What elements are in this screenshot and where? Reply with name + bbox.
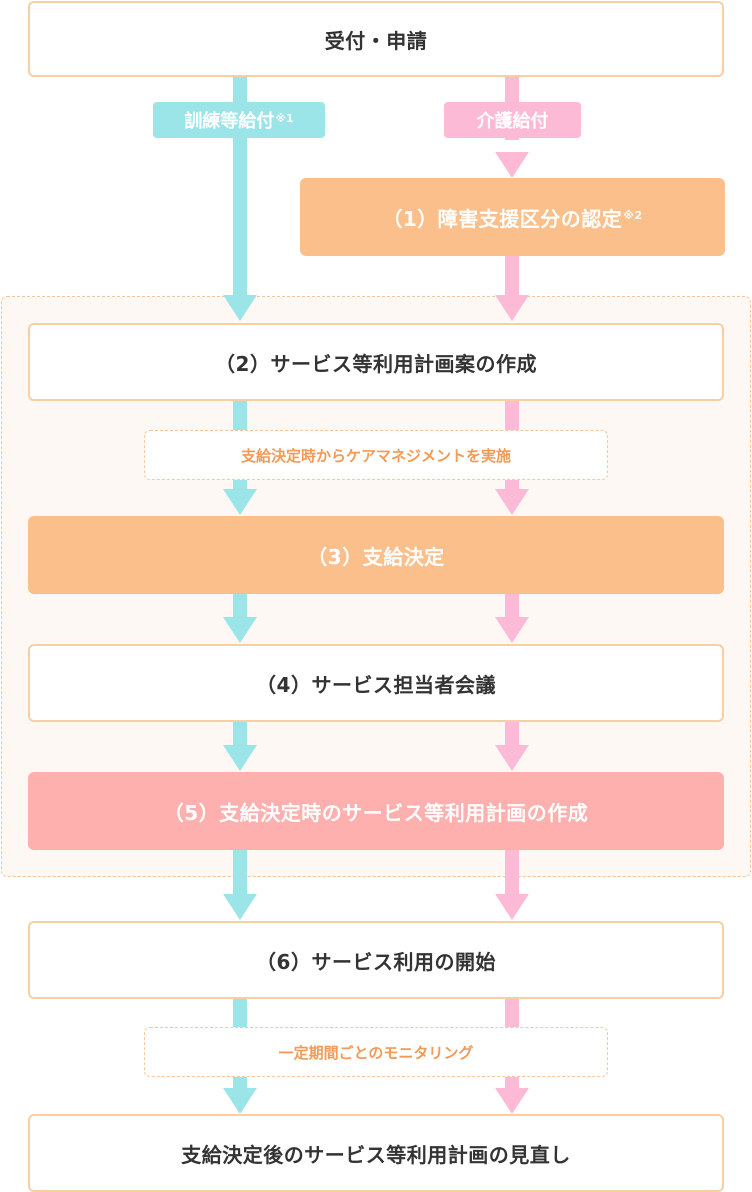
step5-box: （5）支給決定時のサービス等利用計画の作成 <box>28 772 724 850</box>
step1-label: （1）障害支援区分の認定 <box>382 206 623 231</box>
step2-label: （2）サービス等利用計画案の作成 <box>215 351 537 376</box>
start-box: 受付・申請 <box>28 1 724 77</box>
right-arrowhead <box>495 617 529 643</box>
left-track-line <box>233 720 247 746</box>
left-arrowhead <box>223 489 257 515</box>
right-arrowhead <box>495 1088 529 1114</box>
step1-footnote: ※2 <box>623 208 643 222</box>
right-track-line <box>505 592 519 618</box>
left-arrowhead <box>223 1088 257 1114</box>
step3-label: （3）支給決定 <box>307 544 445 569</box>
branch-left-footnote: ※1 <box>275 111 294 125</box>
right-arrowhead <box>495 894 529 920</box>
final-label: 支給決定後のサービス等利用計画の見直し <box>181 1142 571 1167</box>
care-management-note-label: 支給決定時からケアマネジメントを実施 <box>240 446 511 465</box>
right-track-line <box>505 256 519 296</box>
left-track-line <box>233 592 247 618</box>
step6-box: （6）サービス利用の開始 <box>28 921 724 999</box>
branch-left-tag: 訓練等給付※1 <box>153 102 325 138</box>
right-arrowhead <box>495 295 529 321</box>
step3-box: （3）支給決定 <box>28 516 724 594</box>
step4-box: （4）サービス担当者会議 <box>28 644 724 722</box>
care-management-note: 支給決定時からケアマネジメントを実施 <box>144 430 608 480</box>
step1-box: （1）障害支援区分の認定※2 <box>300 178 725 256</box>
final-box: 支給決定後のサービス等利用計画の見直し <box>28 1114 724 1192</box>
right-track-line <box>505 720 519 746</box>
monitoring-note-label: 一定期間ごとのモニタリング <box>278 1043 474 1062</box>
left-arrowhead <box>223 617 257 643</box>
right-arrowhead <box>495 489 529 515</box>
monitoring-note: 一定期間ごとのモニタリング <box>144 1027 608 1077</box>
step2-box: （2）サービス等利用計画案の作成 <box>28 323 724 401</box>
start-label: 受付・申請 <box>324 28 428 53</box>
right-arrowhead <box>495 745 529 771</box>
branch-right-tag: 介護給付 <box>444 102 581 138</box>
right-arrowhead <box>495 152 529 178</box>
step5-label: （5）支給決定時のサービス等利用計画の作成 <box>163 800 589 825</box>
right-track-line <box>505 849 519 895</box>
branch-left-label: 訓練等給付 <box>184 111 275 132</box>
left-arrowhead <box>223 745 257 771</box>
branch-right-label: 介護給付 <box>476 111 549 132</box>
left-arrowhead <box>223 894 257 920</box>
step4-label: （4）サービス担当者会議 <box>256 672 496 697</box>
left-arrowhead <box>223 295 257 321</box>
step6-label: （6）サービス利用の開始 <box>256 949 496 974</box>
left-track-line <box>233 849 247 895</box>
